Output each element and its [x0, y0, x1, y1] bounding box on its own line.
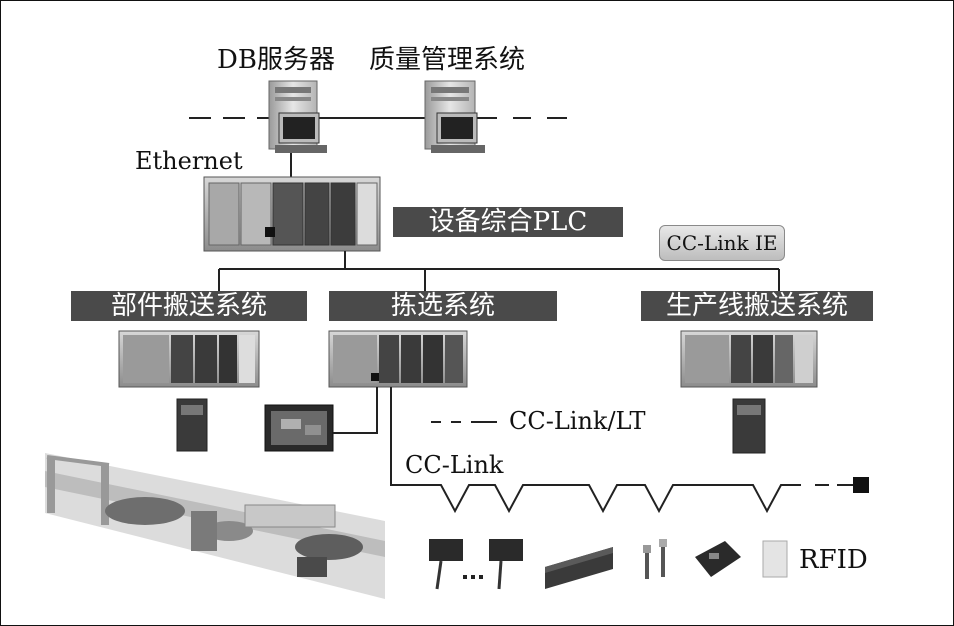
- rfid-tag-icon: [762, 540, 788, 578]
- inverter-icon: [176, 398, 208, 452]
- inverter-icon: [732, 398, 766, 454]
- hmi-panel-icon: [264, 404, 334, 452]
- cc-link-lt-label: CC-Link/LT: [509, 407, 646, 435]
- qms-server-icon: [424, 80, 485, 153]
- ellipsis-dots: [463, 575, 483, 579]
- sensor-device-icon: [429, 539, 463, 590]
- plc-rack-picking: [328, 330, 468, 388]
- rfid-label: RFID: [799, 545, 868, 575]
- terminator-icon: [853, 477, 869, 493]
- hmi-cable: [333, 387, 378, 434]
- main-plc-rack: [203, 176, 381, 252]
- production-line-image: [45, 453, 385, 599]
- ethernet-label: Ethernet: [135, 147, 243, 175]
- db-server-label: DB服务器: [217, 45, 335, 75]
- main-plc-label: 设备综合PLC: [393, 207, 623, 237]
- cc-link-ie-bus: [218, 251, 780, 291]
- quality-management-label: 质量管理系统: [369, 45, 526, 75]
- signal-tower-icon: [643, 539, 667, 579]
- subsystem-line-transfer: 生产线搬送系统: [641, 291, 873, 321]
- cc-link-label: CC-Link: [405, 451, 504, 479]
- io-terminal-icon: [695, 541, 741, 577]
- db-server-icon: [268, 80, 327, 153]
- plc-rack-parts-transfer: [118, 330, 260, 388]
- cc-link-bus: [390, 387, 801, 514]
- subsystem-parts-transfer: 部件搬送系统: [71, 291, 307, 321]
- io-module-icon: [545, 547, 613, 589]
- ethernet-line: [189, 117, 567, 179]
- sensor-device-icon: [489, 539, 523, 590]
- subsystem-picking: 拣选系统: [329, 291, 557, 321]
- plc-rack-line-transfer: [680, 330, 818, 388]
- cc-link-ie-badge: CC-Link IE: [659, 225, 785, 261]
